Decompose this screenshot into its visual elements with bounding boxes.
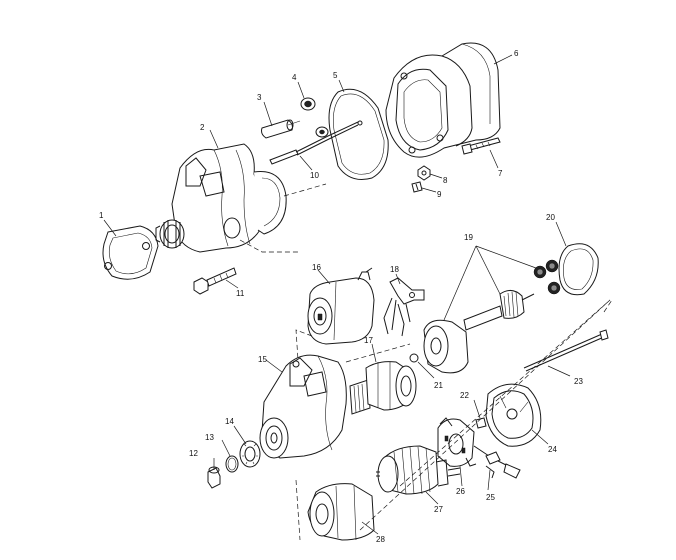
callout-28: 28 bbox=[376, 535, 385, 544]
callout-4: 4 bbox=[292, 73, 297, 82]
part-7-through-bolt bbox=[461, 137, 501, 155]
callout-11: 11 bbox=[236, 289, 245, 298]
assembly-line-lower-mid bbox=[603, 299, 613, 313]
assembly-line-lower-right bbox=[345, 299, 611, 531]
callout-16: 16 bbox=[312, 263, 321, 272]
callout-6: 6 bbox=[514, 49, 519, 58]
assembly-line-upper-2 bbox=[283, 183, 327, 197]
callout-15: 15 bbox=[258, 355, 267, 364]
assembly-line-lower-left bbox=[295, 329, 313, 541]
part-13-snap-ring bbox=[225, 455, 239, 473]
callout-24: 24 bbox=[548, 445, 557, 454]
leader-lines bbox=[103, 54, 571, 535]
part-24-end-frame bbox=[485, 383, 542, 447]
part-25-terminal-lead bbox=[473, 445, 521, 479]
part-28-motor-housing bbox=[307, 483, 375, 541]
callout-23: 23 bbox=[574, 377, 583, 386]
assembly-line-upper-1 bbox=[239, 239, 300, 253]
part-1-gasket bbox=[102, 225, 159, 280]
part-27-armature bbox=[376, 445, 461, 495]
callout-25: 25 bbox=[486, 493, 495, 502]
part-19-planetary-gears bbox=[423, 259, 561, 374]
part-21-washer bbox=[409, 353, 419, 363]
callout-1: 1 bbox=[99, 211, 104, 220]
callout-20: 20 bbox=[546, 213, 555, 222]
part-10-lead-wire bbox=[269, 120, 363, 165]
part-20-ring-gear bbox=[558, 243, 599, 296]
callout-14: 14 bbox=[225, 417, 234, 426]
callout-8: 8 bbox=[443, 176, 448, 185]
callout-22: 22 bbox=[460, 391, 469, 400]
callout-18: 18 bbox=[390, 265, 399, 274]
part-23-long-bolt bbox=[523, 329, 609, 372]
callout-13: 13 bbox=[205, 433, 214, 442]
part-2-starter-housing bbox=[155, 143, 287, 253]
callout-27: 27 bbox=[434, 505, 443, 514]
callout-3: 3 bbox=[257, 93, 262, 102]
part-16-solenoid bbox=[307, 267, 375, 345]
part-5-o-ring bbox=[328, 88, 389, 180]
part-22-screw bbox=[475, 417, 487, 429]
part-4-grommet bbox=[300, 97, 316, 111]
callout-19: 19 bbox=[464, 233, 473, 242]
callout-26: 26 bbox=[456, 487, 465, 496]
callout-10: 10 bbox=[310, 171, 319, 180]
callout-2: 2 bbox=[200, 123, 205, 132]
part-26-brush-holder bbox=[437, 417, 477, 467]
callout-12: 12 bbox=[189, 449, 198, 458]
part-11-bolt bbox=[193, 267, 237, 295]
part-8-nut bbox=[417, 165, 431, 181]
part-17-overrunning-clutch bbox=[349, 361, 417, 415]
part-9-screw bbox=[411, 181, 423, 193]
callout-17: 17 bbox=[364, 336, 373, 345]
part-18-shift-lever bbox=[383, 277, 425, 337]
part-6-motor-frame bbox=[385, 42, 501, 158]
callout-7: 7 bbox=[498, 169, 503, 178]
part-14-bearing bbox=[239, 440, 261, 468]
callout-21: 21 bbox=[434, 381, 443, 390]
callout-labels: 1 2 3 4 5 6 7 8 9 10 11 12 13 14 15 16 1… bbox=[99, 49, 583, 544]
part-3-sleeve bbox=[261, 119, 301, 139]
part-15-drive-housing bbox=[259, 354, 347, 459]
callout-9: 9 bbox=[437, 190, 442, 199]
part-12-stop-collar bbox=[207, 466, 221, 489]
callout-5: 5 bbox=[333, 71, 338, 80]
